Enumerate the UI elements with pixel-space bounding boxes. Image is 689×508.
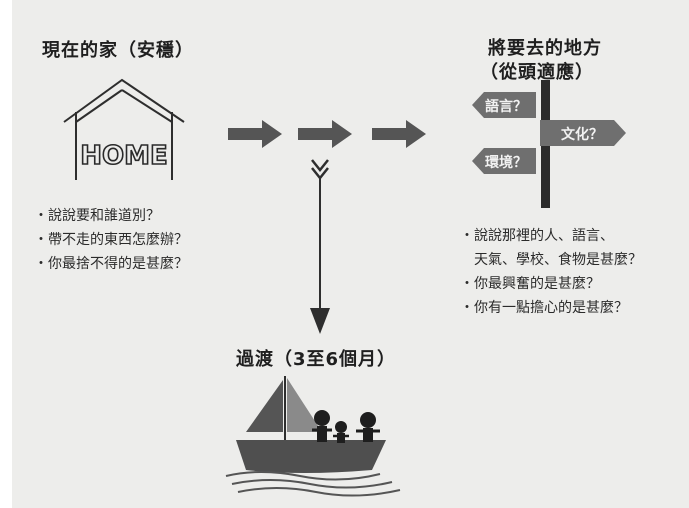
destination-question: ・你有一點擔心的是甚麼？	[460, 300, 628, 316]
arrow-down-icon	[310, 159, 330, 334]
sign-environment: 環境？	[485, 154, 527, 171]
signpost-icon	[472, 80, 626, 208]
sign-language: 語言？	[485, 98, 527, 115]
arrow-right-icon	[298, 120, 352, 148]
water-waves	[225, 471, 401, 497]
transition-title: 過渡（3至6個月）	[236, 349, 397, 370]
page-margin	[0, 0, 12, 508]
home-questions: ・說說要和誰道別？ ・帶不走的東西怎麼辦？ ・你最捨不得的是甚麼？	[34, 204, 188, 276]
boat-icon	[236, 376, 386, 473]
destination-subtitle: （從頭適應）	[480, 62, 594, 83]
destination-questions: ・說說那裡的人、語言、 天氣、學校、食物是甚麼？ ・你最興奮的是甚麼？ ・你有一…	[460, 224, 642, 320]
sign-culture: 文化？	[561, 126, 603, 143]
destination-question: 天氣、學校、食物是甚麼？	[460, 252, 642, 268]
destination-question: ・說說那裡的人、語言、	[460, 228, 614, 244]
current-home-title: 現在的家（安穩）	[42, 40, 194, 61]
house-icon	[63, 78, 185, 180]
home-label: HOME	[80, 141, 168, 171]
destination-title: 將要去的地方	[488, 38, 602, 59]
home-question: ・說說要和誰道別？	[34, 208, 160, 224]
destination-question: ・你最興奮的是甚麼？	[460, 276, 600, 292]
arrow-right-icon	[372, 120, 426, 148]
home-question: ・帶不走的東西怎麼辦？	[34, 232, 188, 248]
home-question: ・你最捨不得的是甚麼？	[34, 256, 188, 272]
family-people-icon	[312, 410, 380, 443]
arrow-right-icon	[228, 120, 282, 148]
